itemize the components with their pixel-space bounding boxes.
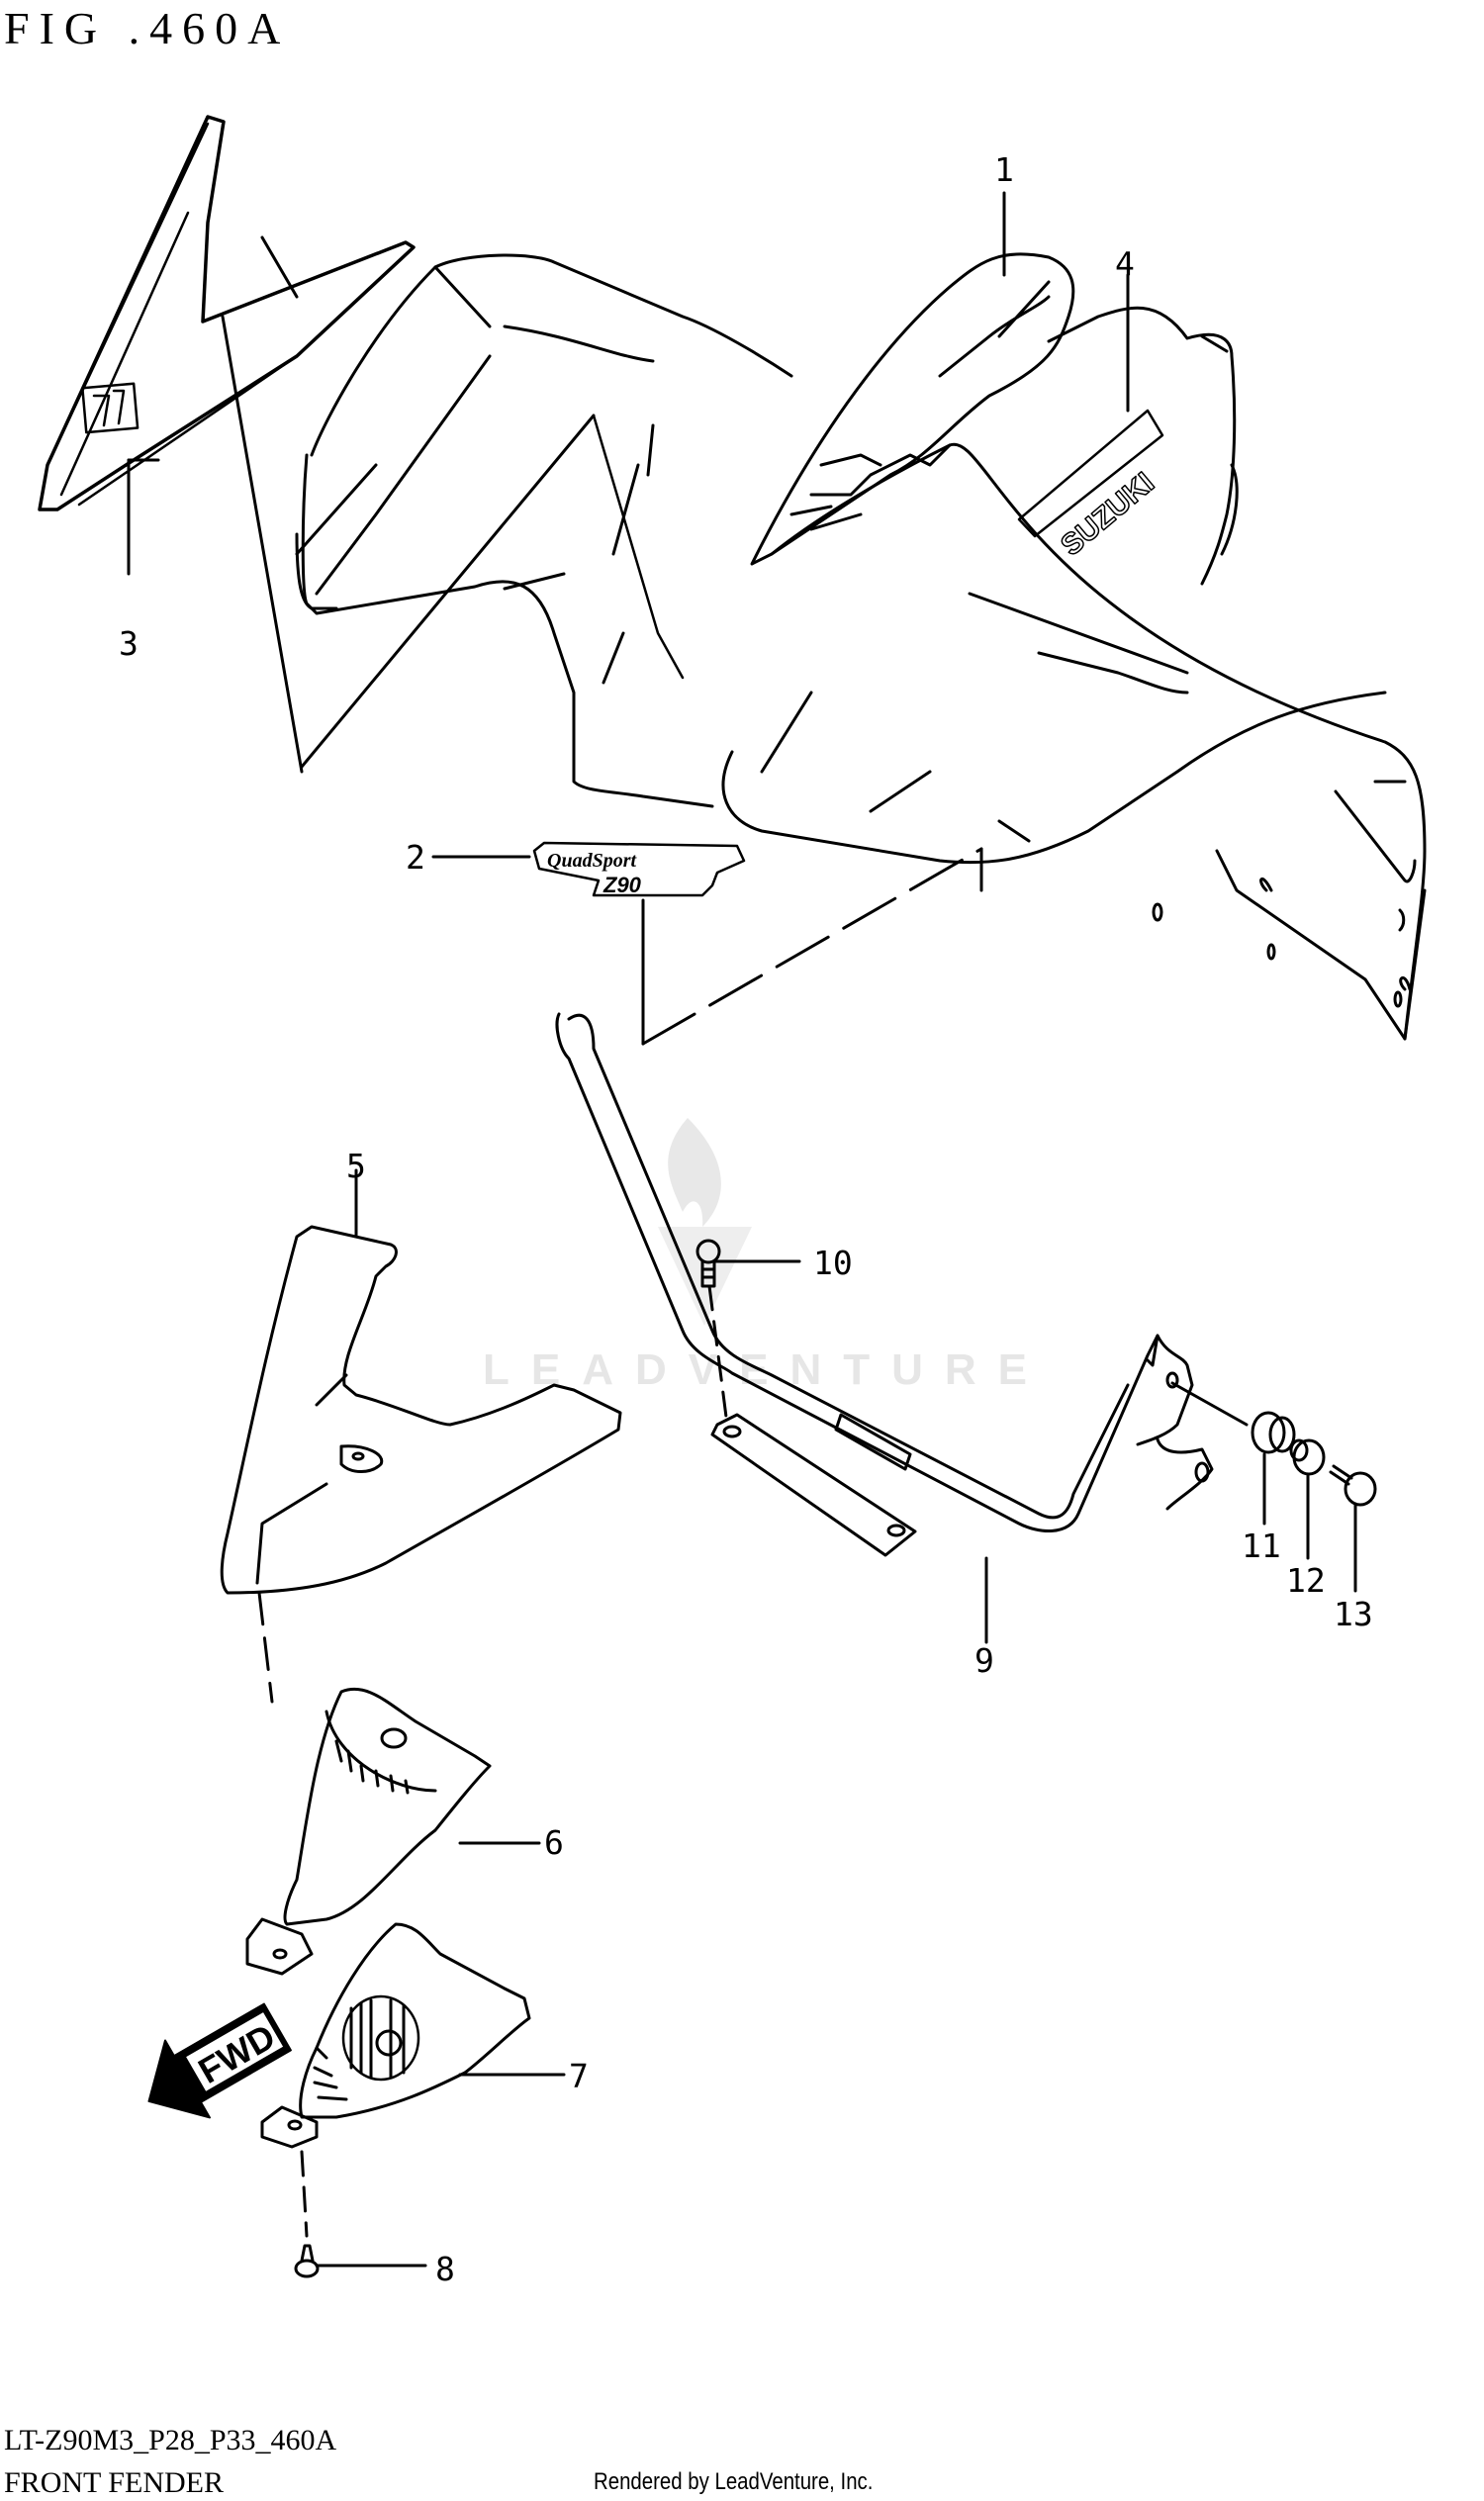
suzuki-decal-text: SUZUKI	[1055, 466, 1160, 562]
part-12-collar	[1289, 1438, 1326, 1560]
part-1-tank-cover	[750, 252, 1075, 566]
model-code: LT-Z90M3_P28_P33_460A	[4, 2424, 337, 2456]
watermark-logo-icon	[658, 1118, 752, 1326]
figure-title: FIG .460A	[4, 3, 291, 53]
callout-11: 11	[1242, 1527, 1281, 1565]
part-5-front-cover	[220, 1168, 622, 1704]
part-6-headlight-cover	[245, 1687, 541, 1976]
part-9-fender-bracket	[555, 1012, 1249, 1644]
callout-7: 7	[569, 2057, 589, 2095]
quadsport-decal-text: QuadSport	[547, 850, 637, 872]
fwd-arrow-icon: FWD	[147, 2002, 292, 2119]
part-2-quadsport-decal: QuadSport Z90	[431, 841, 983, 1046]
part-7-headlight-housing	[260, 1922, 566, 2238]
callout-9: 9	[974, 1641, 994, 1680]
callout-13: 13	[1334, 1595, 1373, 1633]
section-name: FRONT FENDER	[4, 2466, 224, 2499]
part-13-screw	[1329, 1464, 1377, 1593]
callout-3: 3	[119, 624, 139, 663]
part-1-front-fender-lower	[721, 442, 1427, 1041]
callout-10: 10	[813, 1244, 853, 1282]
callout-2: 2	[406, 838, 425, 877]
part-10-bolt	[696, 1239, 801, 1427]
callout-6: 6	[544, 1823, 564, 1862]
callout-4: 4	[1115, 244, 1135, 283]
part-11-grommet	[1251, 1411, 1296, 1526]
callout-12: 12	[1286, 1561, 1326, 1600]
callout-8: 8	[435, 2250, 455, 2288]
part-1-front-fender-upper	[221, 235, 793, 808]
render-credit: Rendered by LeadVenture, Inc.	[594, 2468, 874, 2495]
part-3-decal-shape	[38, 115, 416, 576]
callout-1: 1	[994, 150, 1014, 189]
part-8-screw	[294, 2244, 427, 2278]
callout-5: 5	[346, 1147, 366, 1185]
z90-decal-text: Z90	[603, 873, 642, 897]
